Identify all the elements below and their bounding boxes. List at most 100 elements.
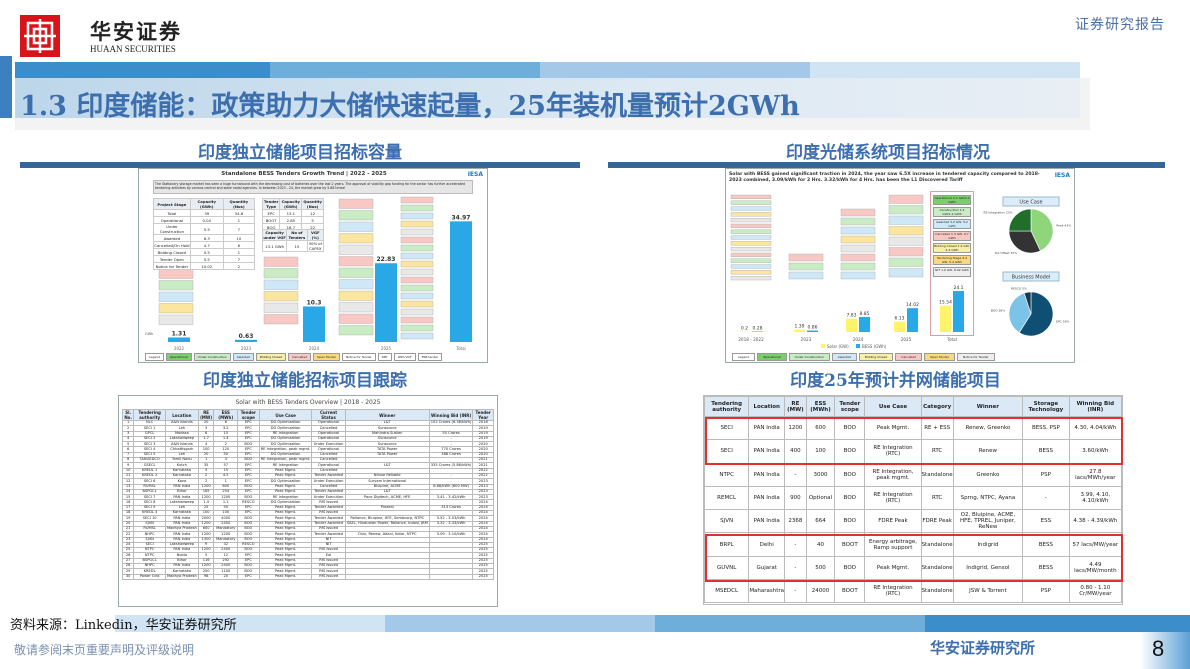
pie-slice — [1023, 291, 1032, 315]
pie-slice-label: RESCO 5% — [1011, 286, 1027, 290]
project-box — [400, 260, 434, 268]
table-cell: O2, Bluipine, ACME, HFE, TPREL, Juniper,… — [952, 509, 1024, 534]
table-cell: 0.5 — [189, 248, 224, 256]
table-cell: 30 — [121, 573, 135, 580]
project-box — [158, 280, 194, 291]
pie-title: Business Model — [1012, 275, 1051, 281]
column-header: Quantity (Nos) — [301, 198, 324, 210]
tenders-overview-panel: Solar with BESS Tenders Overview | 2018 … — [118, 395, 498, 607]
project-box — [888, 226, 924, 236]
table-cell: Peak Mgmt. — [258, 573, 313, 580]
project-box — [158, 314, 194, 325]
project-box — [730, 194, 772, 199]
column-header: No of Tenders — [286, 229, 308, 241]
pie-slice-label: EPC 59% — [1056, 319, 1070, 323]
logo-text-en: HUAAN SECURITIES — [90, 44, 176, 54]
legend-swatch — [821, 344, 825, 348]
bar-solar — [894, 321, 905, 332]
table-cell: 27.8 lacs/MWh/year — [1068, 462, 1123, 487]
column-header: Use Case — [258, 409, 313, 421]
disclaimer-link[interactable]: 敬请参阅末页重要声明及评级说明 — [14, 643, 195, 657]
data-label: 7.83 — [846, 313, 856, 319]
project-box — [840, 208, 876, 217]
table-cell: BESS — [1022, 439, 1070, 464]
project-box — [263, 291, 299, 302]
x-tick-label: Total — [455, 346, 465, 351]
project-box — [730, 241, 772, 246]
page-title: 1.3 印度储能：政策助力大储快速起量，25年装机量预计2GWh — [20, 91, 800, 122]
logo-mark — [20, 15, 60, 57]
table-cell: RE Integration (RTC) — [864, 439, 922, 464]
project-box — [788, 262, 824, 271]
table-cell: 6.3 — [189, 234, 224, 242]
bess-bar-plot: 1.3120220.63202310.3202422.83202534.97To… — [145, 196, 472, 351]
x-tick-label: Total — [946, 337, 957, 342]
column-header: Sl. No. — [121, 409, 135, 421]
project-box — [263, 268, 299, 279]
project-box — [338, 256, 374, 267]
column-header: Tendering authority — [133, 409, 166, 421]
status-box: Tendering Stage 3.4 GW, 5.4 GWh — [933, 255, 971, 265]
data-label: 1.31 — [172, 330, 187, 337]
page-number-box — [1140, 632, 1190, 669]
table-cell: 1 — [222, 248, 256, 256]
footer-firm: 华安证券研究所 — [930, 639, 1036, 657]
table-cell: PSP — [1022, 579, 1070, 604]
project-box — [338, 221, 374, 232]
data-label: 8.85 — [859, 311, 869, 317]
data-label: 0.28 — [752, 326, 762, 332]
project-box — [730, 229, 772, 234]
footer-band-4 — [925, 615, 1190, 632]
x-tick-label: 2025 — [381, 346, 392, 351]
x-tick-label: 2024 — [309, 346, 320, 351]
table-cell: 0.80 - 1.10 Cr/MW/year — [1068, 579, 1123, 604]
table-cell: 30% of CAPEX — [306, 240, 325, 252]
column-header: RE (MW) — [784, 396, 807, 417]
highlight-box-seci — [705, 417, 1123, 465]
project-box — [730, 258, 772, 263]
table-cell: JSW & Torrent — [952, 579, 1024, 604]
x-tick-label: 2024 — [853, 337, 864, 342]
title-accent-block — [0, 56, 12, 118]
column-header: Tender scope — [834, 396, 866, 417]
project-box — [840, 262, 876, 271]
table-cell: Madhya Pradesh — [164, 573, 199, 580]
table-cell: Standalone — [920, 579, 954, 604]
x-tick-label: 2023 — [241, 346, 252, 351]
table-cell: BRPL — [703, 532, 750, 557]
table-cell — [428, 573, 474, 580]
project-box — [400, 244, 434, 252]
bar — [303, 306, 325, 342]
project-box — [840, 271, 876, 280]
pie-slice — [1018, 291, 1054, 337]
table-cell: BOO — [834, 509, 866, 534]
project-box — [730, 206, 772, 211]
pie-slice — [1008, 292, 1032, 333]
table-cell: PAN India — [748, 509, 786, 534]
table-cell: ESS — [1022, 509, 1070, 534]
table-cell: REMCL — [703, 485, 750, 511]
footer-band-3 — [655, 615, 925, 632]
table-title: Solar with BESS Tenders Overview | 2018 … — [235, 399, 381, 406]
data-label: 10.3 — [307, 299, 322, 306]
table-cell: 3.60/kWh — [1068, 439, 1123, 464]
chart-title: Solar with BESS gained significant tract… — [729, 172, 1040, 184]
report-tag: 证券研究报告 — [1075, 17, 1165, 33]
table-cell: 5 — [301, 216, 324, 224]
table-cell: 13.1 — [279, 209, 303, 217]
legend-item: Operational — [166, 353, 192, 361]
table-cell: - — [784, 462, 807, 487]
table-cell: 2368 — [784, 509, 807, 534]
table-cell: 3000 — [805, 462, 836, 487]
table-cell: EPC — [261, 209, 281, 217]
data-label: 15.54 — [939, 300, 952, 306]
project-box — [730, 246, 772, 252]
table-cell: Greenko — [952, 462, 1024, 487]
table-cell: Energy arbitrage, Ramp support — [864, 532, 922, 557]
table-cell: 98 — [197, 573, 215, 580]
